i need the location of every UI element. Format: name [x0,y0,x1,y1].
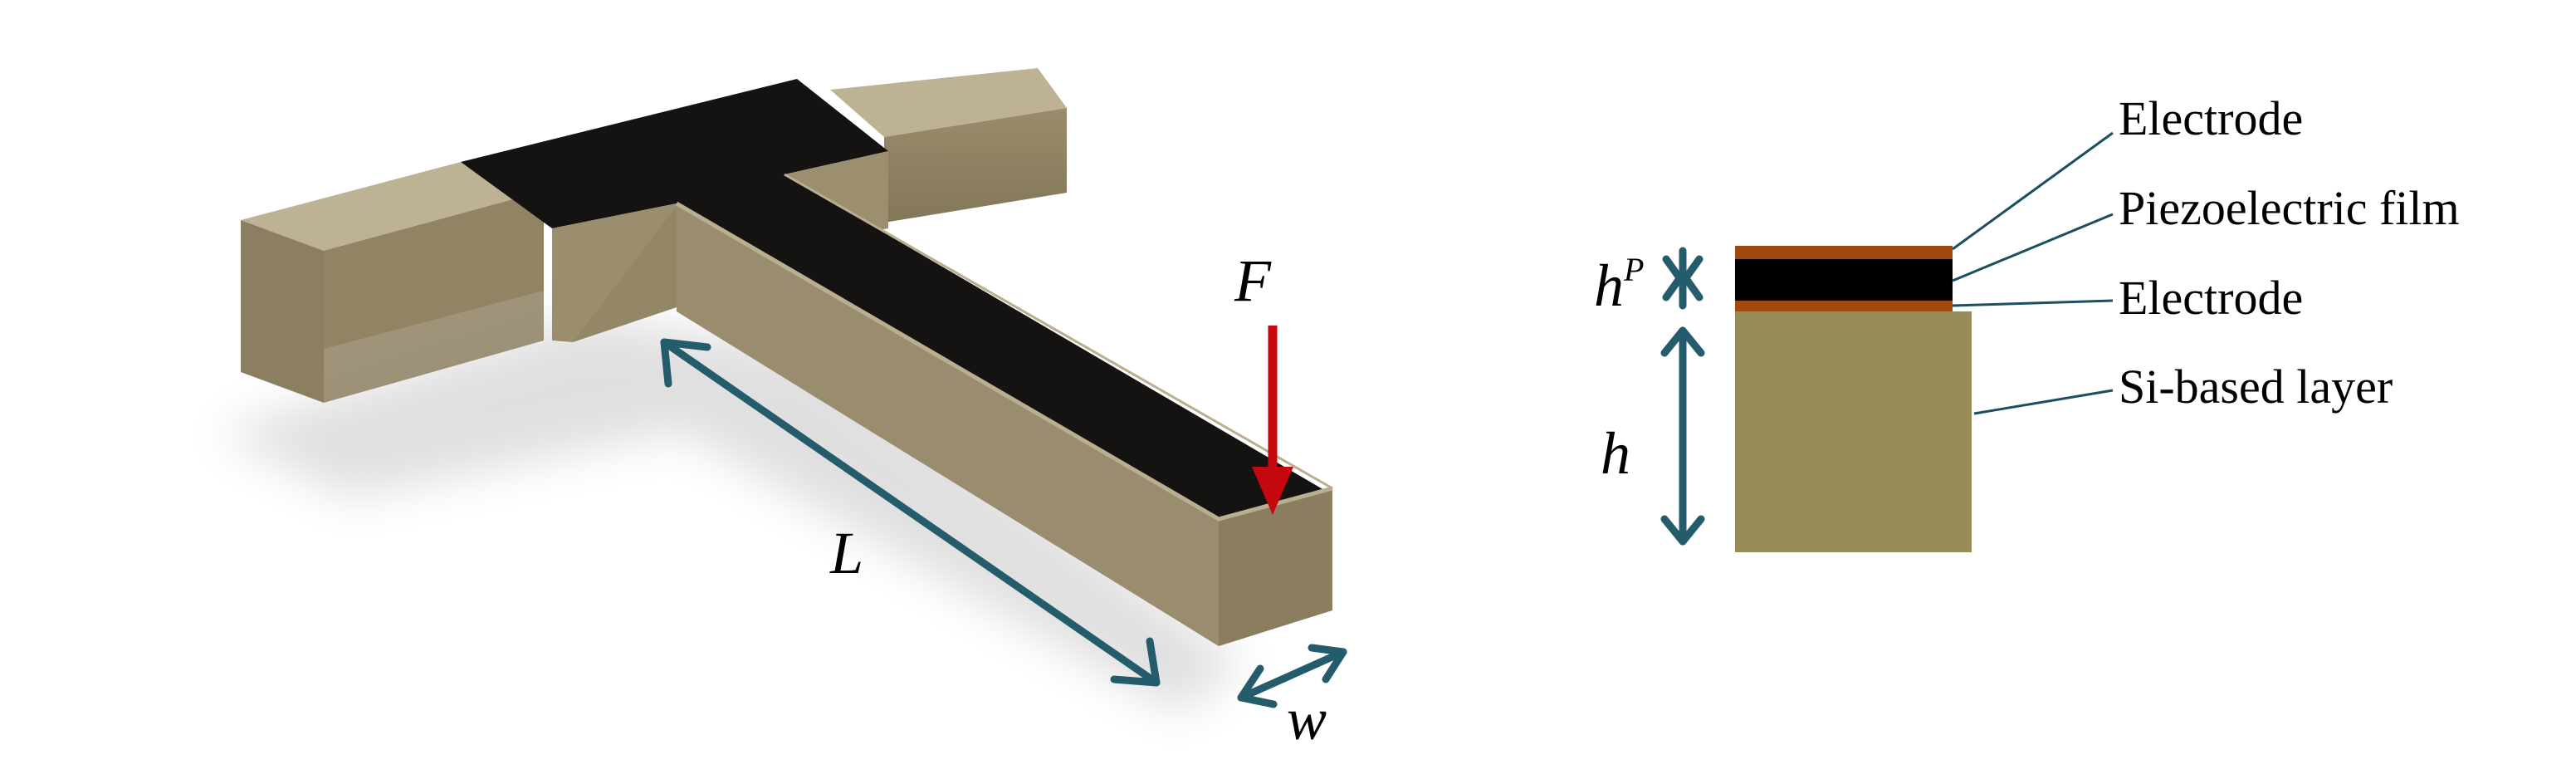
width-label: w [1287,686,1327,752]
label-si-layer: Si-based layer [2119,360,2393,414]
piezo-film [1735,259,1953,301]
cross-section-view: hP h Electrode Piezoelectric film Electr… [1594,91,2460,552]
beam-side-shade [677,203,1219,646]
leader-si-layer [1973,389,2114,415]
piezo-thickness-superscript: P [1623,251,1644,288]
anchor-left-front [241,220,324,403]
t-head-front-mid [573,206,677,342]
leader-top-electrode [1952,131,2114,251]
beam-side-face [677,203,1219,646]
cantilever-beam [675,173,1333,646]
anchor-block [241,68,1067,403]
label-piezo-film: Piezoelectric film [2119,181,2460,235]
beam-end-face [1219,488,1332,646]
si-thickness-arrow [1660,326,1705,546]
label-top-electrode: Electrode [2119,91,2303,145]
anchor-right-top [830,68,1067,137]
leader-bottom-electrode [1952,299,2114,307]
beam-top-rim-back [784,173,1333,490]
length-label: L [829,520,863,586]
piezo-thickness-label: hP [1594,251,1644,319]
beam-top-film [677,174,1324,519]
force-label: F [1234,247,1272,314]
leader-piezo-film [1952,213,2114,282]
cantilever-3d-view: F L w [216,68,1347,752]
length-dimension-arrow [660,338,1161,687]
top-electrode [1735,246,1953,259]
force-arrow [1252,326,1293,515]
width-dimension-arrow [1237,644,1347,708]
beam-top-rim [675,201,1333,522]
piezo-thickness-arrow [1662,247,1703,310]
si-thickness-label: h [1601,420,1630,487]
anchor-right-front [884,108,1067,223]
t-head-film [461,79,888,228]
ground-shadow [216,316,1245,714]
si-layer [1735,311,1972,552]
piezo-thickness-symbol: h [1594,252,1624,319]
bottom-electrode [1735,301,1953,311]
label-bottom-electrode: Electrode [2119,271,2303,325]
anchor-left-shade [324,191,544,403]
anchor-left-top [241,162,544,251]
leader-lines [1952,131,2114,415]
